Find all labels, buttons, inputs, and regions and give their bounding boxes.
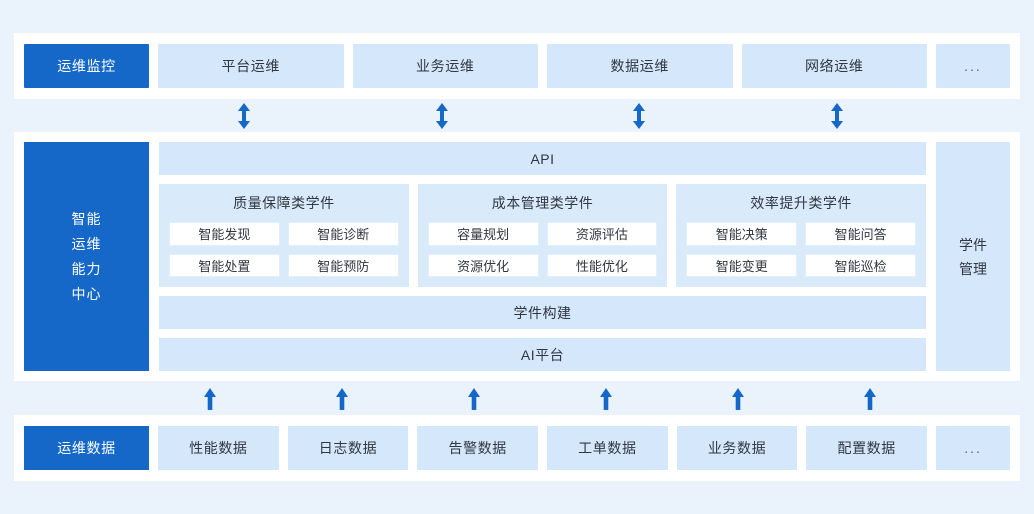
learnware-management-panel[interactable]: 学件 管理 [936, 142, 1010, 371]
data-item-log[interactable]: 日志数据 [287, 426, 409, 470]
learnware-management-line-2: 管理 [959, 260, 987, 277]
learnware-build-layer[interactable]: 学件构建 [159, 296, 926, 329]
learnware-chip-intelligent-diagnosis[interactable]: 智能诊断 [287, 222, 399, 246]
learnware-group-quality: 质量保障类学件 智能发现 智能诊断 智能处置 智能预防 [159, 184, 409, 287]
monitoring-layer-title: 运维监控 [24, 44, 149, 88]
learnware-chip-resource-assessment[interactable]: 资源评估 [546, 222, 658, 246]
data-item-more[interactable]: ... [936, 426, 1011, 470]
learnware-chip-intelligent-handling[interactable]: 智能处置 [169, 253, 280, 277]
up-arrow-icon [335, 388, 349, 410]
data-item-alarm[interactable]: 告警数据 [417, 426, 539, 470]
learnware-chip-performance-optimization[interactable]: 性能优化 [546, 253, 658, 277]
data-item-configuration[interactable]: 配置数据 [806, 426, 928, 470]
up-arrow-icon [863, 388, 877, 410]
learnware-chip-intelligent-decision[interactable]: 智能决策 [686, 222, 798, 246]
data-layer-title: 运维数据 [24, 426, 149, 470]
monitoring-item-network[interactable]: 网络运维 [741, 44, 927, 88]
learnware-group-cost-grid: 容量规划 资源评估 资源优化 性能优化 [427, 222, 658, 277]
up-arrow-icon [599, 388, 613, 410]
learnware-chip-intelligent-qa[interactable]: 智能问答 [805, 222, 917, 246]
data-item-business[interactable]: 业务数据 [676, 426, 798, 470]
capability-center-title: 智能 运维 能力 中心 [24, 142, 149, 371]
capability-center-card: 智能 运维 能力 中心 API 质量保障类学件 智能发现 智能诊断 智能处置 智… [14, 132, 1020, 381]
learnware-group-cost: 成本管理类学件 容量规划 资源评估 资源优化 性能优化 [417, 184, 668, 287]
up-arrow-icon [731, 388, 745, 410]
up-arrow-icon [203, 388, 217, 410]
learnware-group-quality-grid: 智能发现 智能诊断 智能处置 智能预防 [169, 222, 399, 277]
learnware-chip-intelligent-inspection[interactable]: 智能巡检 [805, 253, 917, 277]
double-headed-vertical-arrow-icon [434, 103, 450, 129]
learnware-chip-intelligent-discovery[interactable]: 智能发现 [169, 222, 280, 246]
data-layer-card: 运维数据 性能数据 日志数据 告警数据 工单数据 业务数据 配置数据 ... [14, 415, 1020, 481]
monitoring-item-business[interactable]: 业务运维 [352, 44, 538, 88]
data-item-ticket[interactable]: 工单数据 [547, 426, 668, 470]
learnware-chip-intelligent-prevention[interactable]: 智能预防 [287, 253, 399, 277]
capability-center-title-line-2: 运维 [71, 235, 102, 252]
learnware-group-efficiency-title: 效率提升类学件 [750, 195, 852, 211]
learnware-management-line-1: 学件 [959, 236, 987, 253]
capability-center-title-line-4: 中心 [71, 285, 102, 302]
learnware-group-efficiency: 效率提升类学件 智能决策 智能问答 智能变更 智能巡检 [676, 184, 927, 287]
learnware-group-container: 质量保障类学件 智能发现 智能诊断 智能处置 智能预防 成本管理类学件 容量规划… [159, 184, 927, 287]
monitoring-item-platform[interactable]: 平台运维 [158, 44, 344, 88]
monitoring-layer-card: 运维监控 平台运维 业务运维 数据运维 网络运维 ... [14, 33, 1020, 99]
learnware-chip-intelligent-change[interactable]: 智能变更 [686, 253, 798, 277]
api-layer[interactable]: API [159, 142, 926, 175]
up-arrow-icon [467, 388, 481, 410]
capability-center-title-line-1: 智能 [71, 210, 102, 227]
learnware-group-efficiency-grid: 智能决策 智能问答 智能变更 智能巡检 [686, 222, 917, 277]
double-headed-vertical-arrow-icon [829, 103, 845, 129]
learnware-group-quality-title: 质量保障类学件 [233, 195, 335, 211]
capability-center-title-line-3: 能力 [71, 260, 102, 277]
monitoring-connector-band [14, 99, 1020, 132]
double-headed-vertical-arrow-icon [631, 103, 647, 129]
learnware-chip-capacity-planning[interactable]: 容量规划 [427, 222, 539, 246]
double-headed-vertical-arrow-icon [236, 103, 252, 129]
data-connector-band [14, 381, 1020, 415]
monitoring-item-more[interactable]: ... [936, 44, 1010, 88]
ai-platform-layer[interactable]: AI平台 [159, 338, 926, 371]
learnware-group-cost-title: 成本管理类学件 [491, 195, 594, 211]
monitoring-item-data[interactable]: 数据运维 [547, 44, 733, 88]
capability-center-body: API 质量保障类学件 智能发现 智能诊断 智能处置 智能预防 成本管理类学件 [159, 142, 927, 371]
data-item-performance[interactable]: 性能数据 [158, 426, 279, 470]
learnware-chip-resource-optimization[interactable]: 资源优化 [427, 253, 539, 277]
